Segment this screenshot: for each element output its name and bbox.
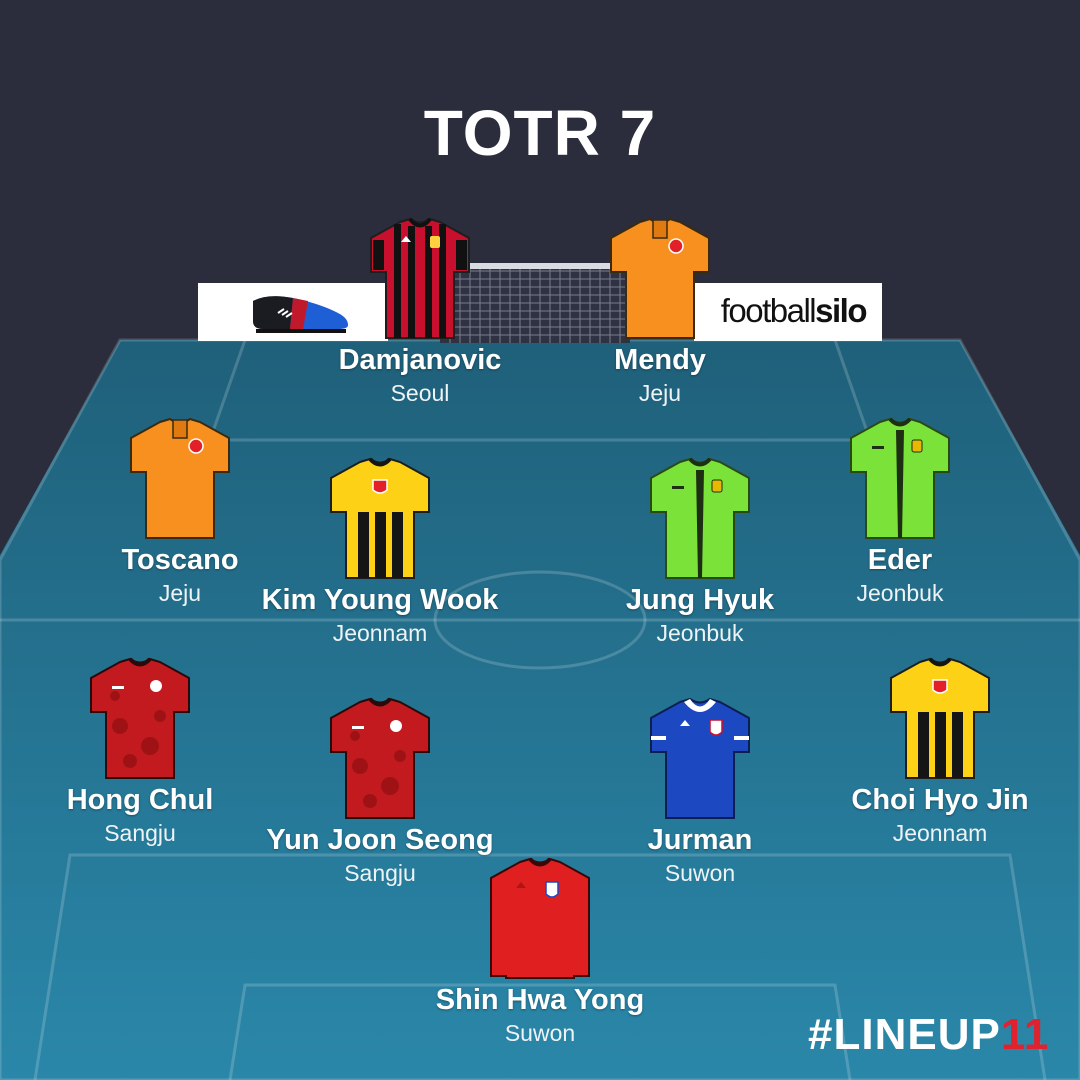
- player-card[interactable]: Choi Hyo Jin Jeonnam: [810, 656, 1070, 847]
- shirt-icon: [130, 417, 230, 539]
- shirt-icon: [890, 657, 990, 779]
- shirt-icon: [850, 417, 950, 539]
- shirt-icon: [650, 697, 750, 819]
- shirt-icon: [490, 857, 590, 979]
- player-name: Choi Hyo Jin: [851, 784, 1029, 816]
- player-club: Jeonnam: [892, 820, 988, 846]
- boot-icon: [253, 296, 348, 333]
- player-card[interactable]: Kim Young Wook Jeonnam: [250, 456, 510, 647]
- player-card[interactable]: Eder Jeonbuk: [770, 416, 1030, 607]
- lineup11-logo: #LINEUP11: [808, 1010, 1050, 1059]
- player-club: Suwon: [664, 860, 736, 886]
- player-club: Jeonbuk: [856, 580, 944, 606]
- player-card[interactable]: Toscano Jeju: [50, 416, 310, 607]
- player-name: Kim Young Wook: [261, 584, 499, 616]
- player-card[interactable]: Mendy Jeju: [530, 216, 790, 407]
- player-club: Sangju: [104, 820, 176, 846]
- shirt-icon: [610, 217, 710, 339]
- sponsor-banner-left: [198, 283, 388, 341]
- player-card[interactable]: Jung Hyuk Jeonbuk: [570, 456, 830, 647]
- page-title: TOTR 7: [423, 97, 657, 169]
- shirt-icon: [330, 697, 430, 819]
- shirt-icon: [330, 457, 430, 579]
- player-card[interactable]: Hong Chul Sangju: [10, 656, 270, 847]
- player-club: Sangju: [344, 860, 416, 886]
- player-club: Seoul: [390, 380, 450, 406]
- sponsor-banner-right: footballsilo: [694, 283, 882, 341]
- player-name: Damjanovic: [338, 344, 502, 376]
- player-club: Jeju: [158, 580, 202, 606]
- player-name: Jurman: [647, 824, 753, 856]
- player-name: Hong Chul: [66, 784, 214, 816]
- goal-net: [440, 263, 630, 343]
- shirt-icon: [370, 217, 470, 339]
- player-card[interactable]: Damjanovic Seoul: [290, 216, 550, 407]
- shirt-icon: [650, 457, 750, 579]
- player-name: Toscano: [121, 544, 239, 576]
- player-name: Eder: [867, 544, 933, 576]
- player-name: Shin Hwa Yong: [435, 984, 645, 1016]
- shirt-icon: [90, 657, 190, 779]
- player-card[interactable]: Jurman Suwon: [570, 696, 830, 887]
- player-card[interactable]: Yun Joon Seong Sangju: [250, 696, 510, 887]
- player-name: Jung Hyuk: [625, 584, 775, 616]
- player-club: Jeonnam: [332, 620, 428, 646]
- player-club: Suwon: [504, 1020, 576, 1046]
- player-name: Yun Joon Seong: [266, 824, 494, 856]
- player-card[interactable]: Shin Hwa Yong Suwon: [410, 856, 670, 1047]
- sponsor-wordmark: footballsilo: [720, 292, 868, 329]
- player-name: Mendy: [614, 344, 706, 376]
- player-club: Jeju: [638, 380, 682, 406]
- player-club: Jeonbuk: [656, 620, 744, 646]
